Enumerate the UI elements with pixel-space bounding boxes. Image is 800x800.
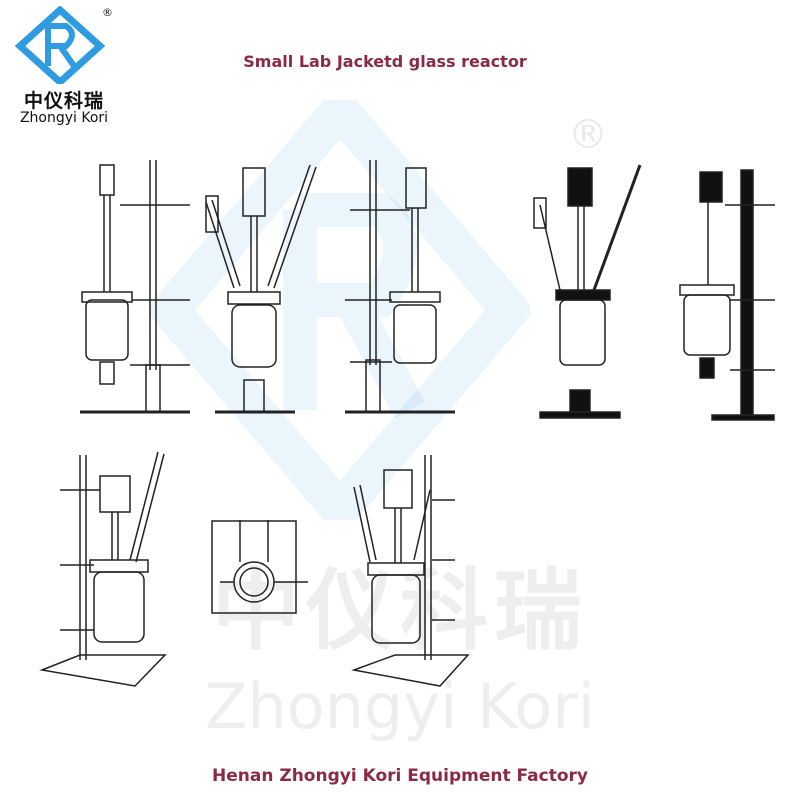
watermark-registered-mark: ®	[568, 112, 608, 158]
reactor-illustration-5	[679, 169, 775, 421]
logo-english-name: Zhongyi Kori	[19, 110, 109, 126]
reactor-illustration-1	[80, 160, 190, 414]
logo-diamond-icon	[14, 6, 106, 84]
watermark-english-text: Zhongyi Kori	[204, 670, 596, 743]
footer-company-name: Henan Zhongyi Kori Equipment Factory	[212, 766, 588, 786]
reactor-illustration-8	[351, 455, 470, 687]
reactor-illustration-7	[211, 520, 308, 614]
logo-chinese-name: 中仪科瑞	[23, 90, 104, 112]
logo-registered-mark: ®	[102, 6, 113, 19]
reactor-illustration-3	[345, 160, 455, 414]
reactor-illustration-6	[39, 451, 167, 687]
reactor-illustration-4	[533, 164, 642, 419]
page-title: Small Lab Jacketd glass reactor	[243, 52, 527, 71]
brand-logo: ® 中仪科瑞 Zhongyi Kori	[8, 6, 118, 126]
reactor-illustration-2	[205, 164, 317, 414]
